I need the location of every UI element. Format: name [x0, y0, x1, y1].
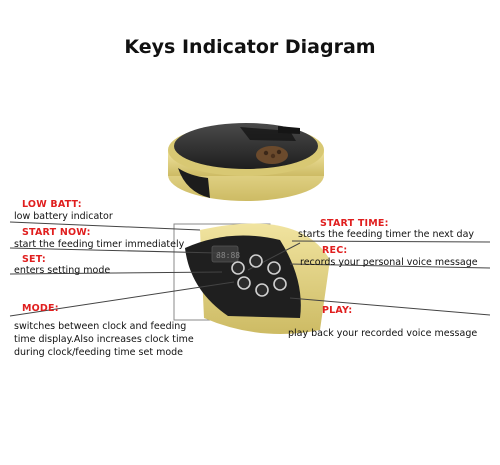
start-now-label: START NOW:: [22, 227, 91, 238]
feeder-product: [168, 123, 324, 201]
play-label: PLAY:: [322, 305, 353, 316]
start-time-desc: starts the feeding timer the next day: [298, 229, 475, 240]
start-now-button: [231, 261, 245, 275]
diagram-title: Keys Indicator Diagram: [124, 36, 376, 58]
low-batt-desc: low battery indicator: [14, 211, 113, 222]
play-desc: play back your recorded voice message: [288, 328, 478, 339]
mode-button: [255, 283, 269, 297]
rec-button: [267, 261, 281, 275]
start-time-label: START TIME:: [320, 218, 389, 229]
key-buttons: [231, 254, 287, 297]
rec-label: REC:: [322, 245, 348, 256]
play-button: [273, 277, 287, 291]
set-button: [237, 276, 251, 290]
start-now-desc: start the feeding timer immediately: [14, 239, 185, 250]
mode-label: MODE:: [22, 303, 59, 314]
low-batt-label: LOW BATT:: [22, 199, 82, 210]
mode-desc: switches between clock and feeding time …: [14, 321, 194, 358]
set-label: SET:: [22, 254, 46, 265]
set-desc: enters setting mode: [14, 265, 111, 276]
svg-text:88:88: 88:88: [216, 251, 240, 260]
rec-desc: records your personal voice message: [300, 257, 478, 268]
start-time-button: [249, 254, 263, 268]
lcd-display: [211, 245, 239, 263]
